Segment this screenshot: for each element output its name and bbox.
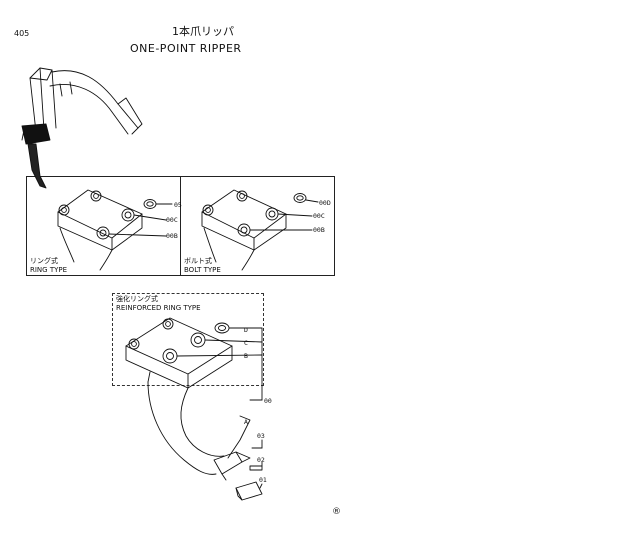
bolt-type-caption-en: BOLT TYPE <box>184 266 221 274</box>
registered-mark: ® <box>332 507 341 517</box>
title-japanese: 1本爪リッパ <box>172 25 234 38</box>
callout-pin-03: 03 <box>257 432 265 440</box>
machine-overview-sketch <box>21 67 143 189</box>
ring-type-caption-en: RING TYPE <box>30 266 68 274</box>
reinforced-caption-jp: 強化リング式 <box>116 295 158 303</box>
callout-reinforced-b: B <box>244 352 248 360</box>
callout-bolt-00c: 00C <box>313 212 325 220</box>
callout-a: A <box>244 418 248 426</box>
reinforced-caption-en: REINFORCED RING TYPE <box>116 304 201 312</box>
callout-reinforced-c: C <box>244 339 248 347</box>
main-leader-lines <box>227 399 263 489</box>
callout-ring-00c: 00C <box>166 216 178 224</box>
ring-type-caption-jp: リング式 <box>30 257 58 265</box>
reinforced-bracket-drawing <box>125 317 263 401</box>
ripper-shank-drawing <box>147 371 263 501</box>
callout-reinforced-d: D <box>244 326 248 334</box>
ring-type-drawing <box>57 189 173 271</box>
bolt-type-panel <box>180 176 335 276</box>
callout-ring-00b: 00B <box>166 232 178 240</box>
page-number: 405 <box>14 29 30 38</box>
callout-bolt-00b: 00B <box>313 226 325 234</box>
callout-bolt-00d: 00D <box>319 199 331 207</box>
title-english: ONE-POINT RIPPER <box>130 42 242 55</box>
callout-ring-05: 05 <box>174 201 182 209</box>
bolt-type-drawing <box>201 189 319 271</box>
bolt-type-caption-jp: ボルト式 <box>184 257 212 265</box>
callout-lock-02: 02 <box>257 456 265 464</box>
callout-point-01: 01 <box>259 476 267 484</box>
callout-shank-00: 00 <box>264 397 272 405</box>
